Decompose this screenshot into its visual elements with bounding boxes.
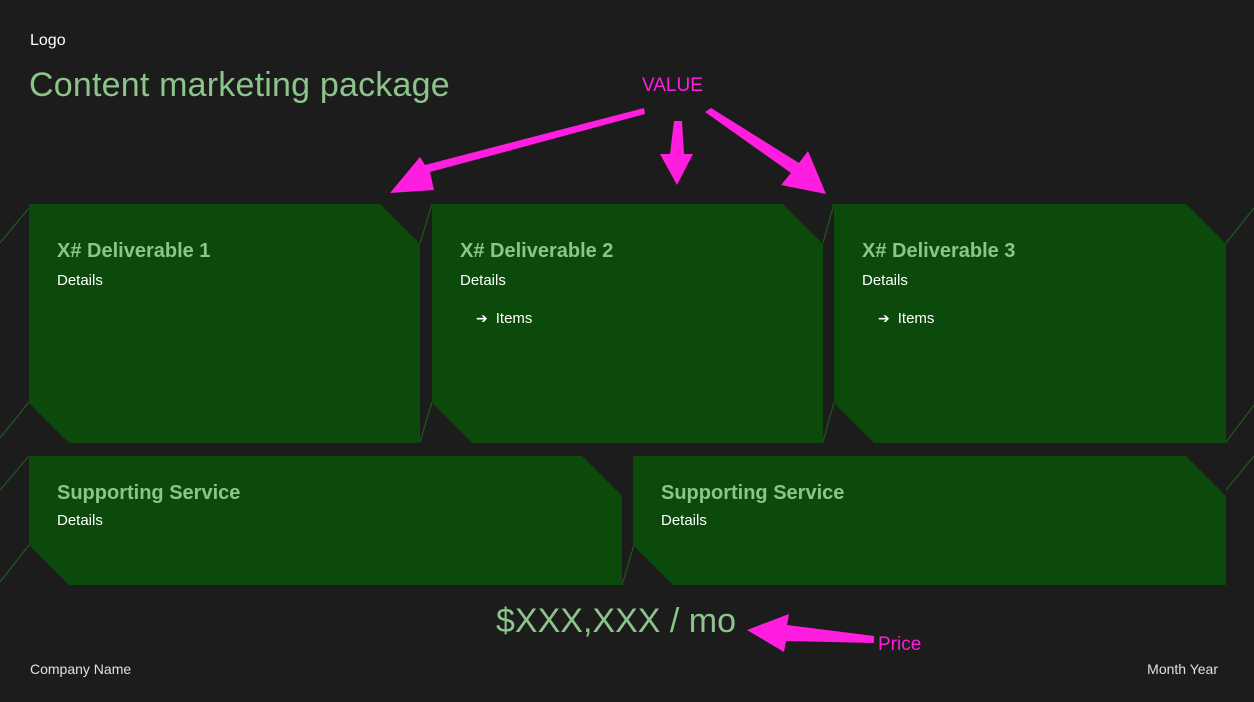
service-details: Details — [661, 512, 707, 529]
service-details: Details — [57, 512, 103, 529]
deliverable-item: ➔ Items — [878, 310, 934, 327]
service-card-1[interactable]: Supporting Service Details — [29, 456, 622, 585]
deliverable-title: X# Deliverable 1 — [57, 240, 211, 262]
price-arrow-icon — [747, 614, 874, 652]
arrow-right-icon: ➔ — [476, 310, 488, 326]
value-annotation-label: VALUE — [642, 75, 703, 96]
price-annotation-label: Price — [878, 634, 922, 655]
arrow-down-annotation-icon — [660, 121, 693, 185]
deliverable-item-label: Items — [897, 310, 935, 327]
price-label: $XXX,XXX / mo — [496, 602, 736, 640]
footer-date: Month Year — [1147, 661, 1218, 677]
arrow-right-annotation-icon — [705, 108, 826, 194]
deliverable-item: ➔ Items — [476, 310, 532, 327]
arrow-right-icon: ➔ — [878, 310, 890, 326]
deliverable-details: Details — [460, 272, 506, 289]
service-title: Supporting Service — [661, 482, 845, 504]
deliverable-card-3[interactable]: X# Deliverable 3 Details ➔ Items — [834, 204, 1226, 443]
deliverable-item-label: Items — [495, 310, 533, 327]
deliverable-card-1[interactable]: X# Deliverable 1 Details — [29, 204, 420, 443]
deliverable-card-2[interactable]: X# Deliverable 2 Details ➔ Items — [432, 204, 823, 443]
service-title: Supporting Service — [57, 482, 241, 504]
deliverable-details: Details — [862, 272, 908, 289]
arrow-left-annotation-icon — [390, 108, 645, 193]
deliverable-title: X# Deliverable 2 — [460, 240, 614, 262]
logo-text: Logo — [30, 32, 66, 49]
page-title: Content marketing package — [29, 66, 450, 104]
deliverable-details: Details — [57, 272, 103, 289]
service-card-2[interactable]: Supporting Service Details — [633, 456, 1226, 585]
footer-company-name: Company Name — [30, 661, 132, 677]
deliverable-title: X# Deliverable 3 — [862, 240, 1016, 262]
